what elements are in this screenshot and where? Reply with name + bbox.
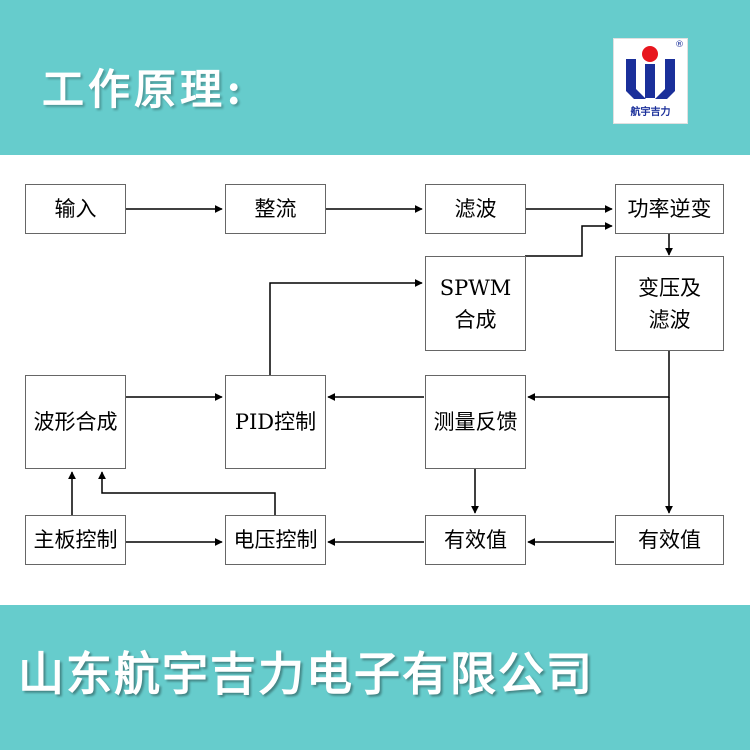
block-pid: PID控制 [225, 375, 326, 469]
block-feedback: 测量反馈 [425, 375, 526, 469]
page-title: 工作原理: [42, 65, 246, 114]
block-rectify: 整流 [225, 184, 326, 234]
block-rms-left: 有效值 [425, 515, 526, 565]
block-input: 输入 [25, 184, 126, 234]
logo-emblem-icon [626, 46, 675, 99]
line-transform-output [527, 351, 670, 401]
block-main-ctrl: 主板控制 [25, 515, 126, 565]
block-transform: 变压及 滤波 [615, 256, 724, 351]
block-spwm: SPWM 合成 [425, 256, 526, 351]
block-rms-right: 有效值 [615, 515, 724, 565]
registered-mark: ® [675, 40, 684, 50]
block-voltage-ctrl: 电压控制 [225, 515, 326, 565]
block-filter: 滤波 [425, 184, 526, 234]
arrow-voltage-wave [98, 471, 276, 515]
footer-band [0, 605, 750, 750]
company-logo: ® 航宇吉力 [613, 38, 688, 124]
block-inverter: 功率逆变 [615, 184, 724, 234]
block-wave-synth: 波形合成 [25, 375, 126, 469]
company-name: 山东航宇吉力电子有限公司 [18, 647, 594, 701]
logo-text: 航宇吉力 [630, 107, 671, 118]
arrow-spwm-inverter [525, 222, 613, 257]
arrow-pid-spwm [269, 279, 423, 375]
